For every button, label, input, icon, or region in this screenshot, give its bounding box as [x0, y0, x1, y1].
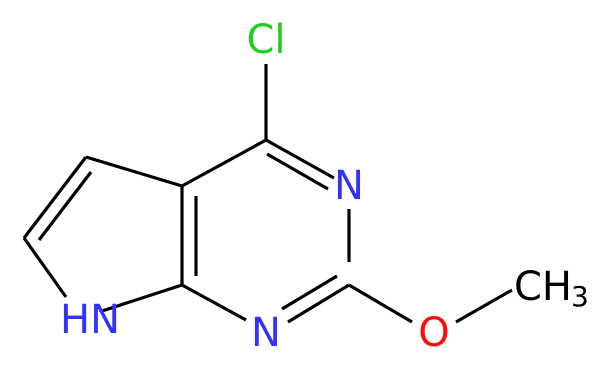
bond-n1-c7a	[181, 283, 247, 322]
bond-o-ch3	[455, 288, 513, 324]
bond-c2-n1-inner	[281, 274, 338, 311]
bond-c4-n3-inner	[266, 152, 329, 191]
atom-label-chlorine: Cl	[246, 17, 285, 63]
bond-c4a-c4	[181, 138, 267, 188]
bond-c2-o	[348, 283, 413, 324]
bond-c4-n3	[265, 138, 335, 180]
bonds	[22, 64, 513, 324]
atom-labels: Cl N N HN O CH 3	[60, 17, 589, 356]
atom-label-n3: N	[334, 163, 364, 209]
atom-label-oxygen: O	[418, 310, 449, 356]
bond-c5-c6	[22, 156, 88, 239]
atom-label-n7h: HN	[60, 297, 120, 343]
bond-c6-n7	[22, 237, 68, 298]
bond-c4a-c5	[85, 155, 183, 188]
atom-label-methyl-subscript: 3	[571, 280, 589, 313]
bond-c5-c6-inner	[37, 171, 93, 241]
atom-label-n1: N	[251, 310, 281, 356]
bond-n7-c7a	[101, 283, 183, 313]
atom-label-methyl: CH	[514, 264, 572, 310]
bond-c2-n1	[287, 283, 350, 324]
